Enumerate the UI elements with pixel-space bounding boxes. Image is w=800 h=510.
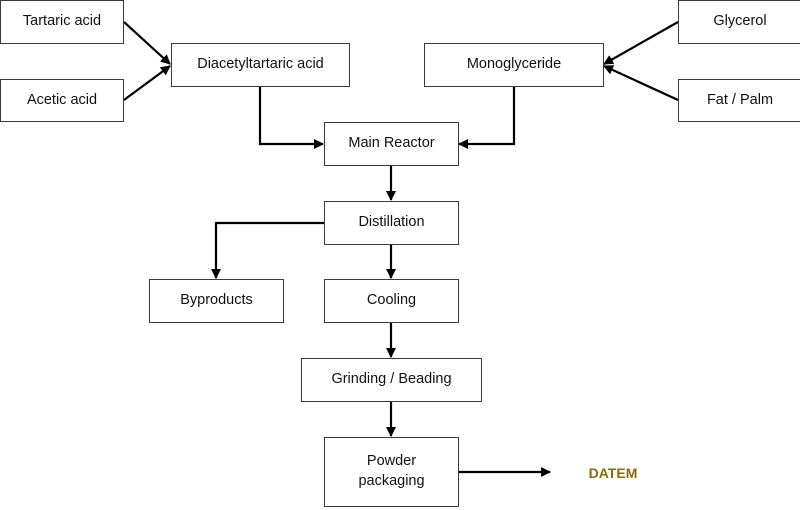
node-label: Distillation <box>358 214 425 231</box>
node-label: Byproducts <box>180 292 253 309</box>
node-distillation: Distillation <box>324 201 459 245</box>
node-main-reactor: Main Reactor <box>324 122 459 166</box>
node-acetic-acid: Acetic acid <box>0 79 124 122</box>
node-label: Cooling <box>366 292 417 309</box>
node-grinding-beading: Grinding / Beading <box>301 358 482 402</box>
node-label: Monoglyceride <box>466 56 562 73</box>
node-monoglyceride: Monoglyceride <box>424 43 604 87</box>
product-text: DATEM <box>588 465 638 481</box>
node-diacetyltartaric-acid: Diacetyltartaric acid <box>171 43 350 87</box>
edge-distillation-to-byproducts <box>211 221 324 279</box>
node-label: Grinding / Beading <box>331 371 452 388</box>
node-powder-packaging: Powder packaging <box>324 437 459 507</box>
edge-fatpalm-to-monoglyceride <box>603 65 679 101</box>
node-glycerol: Glycerol <box>678 0 800 44</box>
product-label-datem: DATEM <box>578 462 648 484</box>
node-label: Powder packaging <box>358 453 425 489</box>
node-byproducts: Byproducts <box>149 279 284 323</box>
node-label: Main Reactor <box>348 135 435 152</box>
node-label: Diacetyltartaric acid <box>197 56 324 73</box>
edge-monoglyceride-to-reactor <box>458 87 516 149</box>
node-label: Acetic acid <box>26 91 98 108</box>
edge-tartaric-to-diacetyl <box>123 21 171 65</box>
edge-glycerol-to-monoglyceride <box>603 21 679 65</box>
node-cooling: Cooling <box>324 279 459 323</box>
node-label: Glycerol <box>713 13 767 30</box>
node-label: Fat / Palm <box>706 91 774 108</box>
node-tartaric-acid: Tartaric acid <box>0 0 124 44</box>
edge-diacetyl-to-reactor <box>258 87 324 149</box>
node-label: Tartaric acid <box>22 13 102 30</box>
node-fat-palm: Fat / Palm <box>678 79 800 122</box>
edge-acetic-to-diacetyl <box>123 65 171 101</box>
